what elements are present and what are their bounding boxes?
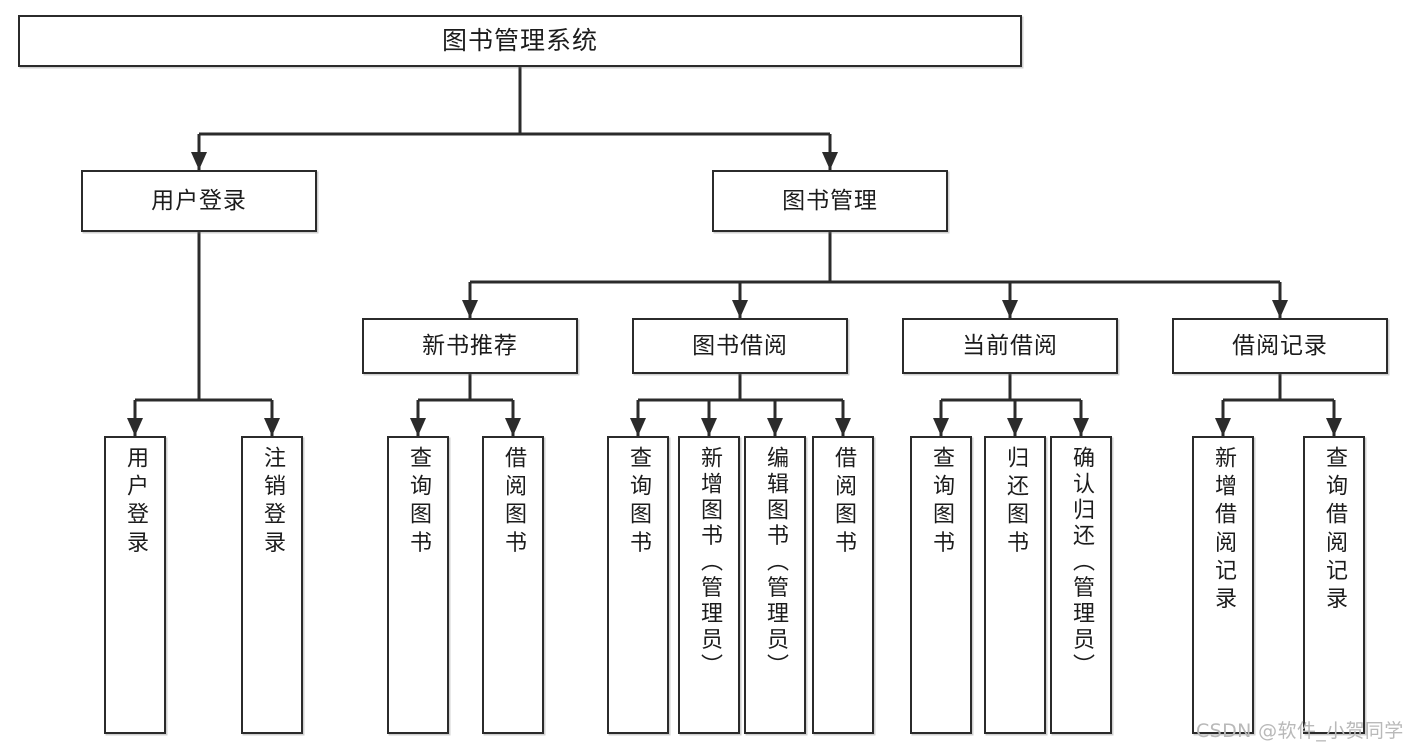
node-current-borrow[interactable]: 当前借阅 (902, 318, 1118, 374)
node-leaf-user-login[interactable]: 用户登录 (104, 436, 166, 734)
node-label: 借阅图书 (831, 446, 856, 559)
node-book-borrow[interactable]: 图书借阅 (632, 318, 848, 374)
node-label: 编辑图书（管理员） (763, 446, 788, 680)
node-root[interactable]: 图书管理系统 (18, 15, 1022, 67)
node-leaf-user-logout[interactable]: 注销登录 (241, 436, 303, 734)
node-label: 新增图书（管理员） (697, 446, 722, 680)
node-leaf-borrow-book-rec[interactable]: 借阅图书 (482, 436, 544, 734)
node-label: 查询借阅记录 (1322, 446, 1347, 615)
node-label: 归还图书 (1003, 446, 1028, 559)
node-label: 用户登录 (123, 446, 148, 559)
node-leaf-borrow-book[interactable]: 借阅图书 (812, 436, 874, 734)
node-user-login[interactable]: 用户登录 (81, 170, 317, 232)
node-label: 查询图书 (626, 446, 651, 559)
node-leaf-return-book[interactable]: 归还图书 (984, 436, 1046, 734)
node-leaf-edit-book[interactable]: 编辑图书（管理员） (744, 436, 806, 734)
node-leaf-add-book[interactable]: 新增图书（管理员） (678, 436, 740, 734)
node-label: 新增借阅记录 (1211, 446, 1236, 615)
node-label: 查询图书 (929, 446, 954, 559)
node-label: 查询图书 (406, 446, 431, 559)
node-label: 确认归还（管理员） (1069, 446, 1094, 680)
watermark-label: CSDN @软件_小贺同学 (1196, 720, 1404, 742)
node-leaf-confirm-return[interactable]: 确认归还（管理员） (1050, 436, 1112, 734)
node-leaf-query-book[interactable]: 查询图书 (607, 436, 669, 734)
node-label: 当前借阅 (962, 332, 1058, 359)
node-label: 用户登录 (151, 187, 247, 214)
node-label: 图书管理 (782, 187, 878, 214)
node-leaf-query-book-cur[interactable]: 查询图书 (910, 436, 972, 734)
node-label: 图书管理系统 (441, 26, 598, 56)
node-leaf-add-record[interactable]: 新增借阅记录 (1192, 436, 1254, 734)
node-leaf-query-book-rec[interactable]: 查询图书 (387, 436, 449, 734)
node-leaf-query-record[interactable]: 查询借阅记录 (1303, 436, 1365, 734)
node-borrow-record[interactable]: 借阅记录 (1172, 318, 1388, 374)
node-label: 新书推荐 (422, 332, 518, 359)
node-label: 注销登录 (260, 446, 285, 559)
node-label: 借阅记录 (1232, 332, 1328, 359)
node-new-book-rec[interactable]: 新书推荐 (362, 318, 578, 374)
node-book-manage[interactable]: 图书管理 (712, 170, 948, 232)
node-label: 图书借阅 (692, 332, 788, 359)
node-label: 借阅图书 (501, 446, 526, 559)
